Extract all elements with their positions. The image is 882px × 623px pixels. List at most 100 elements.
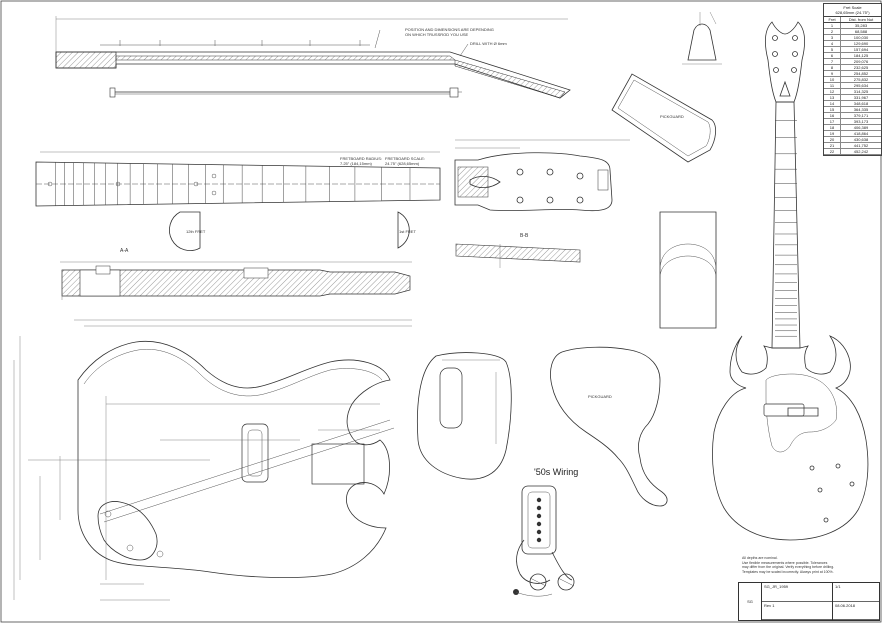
fretboard-radius-label: FRETBOARD RADIUS: [340,156,382,161]
fret-number: 1 [824,23,841,28]
fret-number: 6 [824,53,841,58]
fret-template-1-label: 1st FRET [399,229,416,234]
drawing-sheet: 1/1 [833,583,879,602]
fretboard-radius-value: 7.25" (184,15mm) [340,161,373,166]
fret-table-row: 1 35,283 [824,23,881,29]
drawing-name: SG_JR_1959 [762,583,832,602]
guitar-outline [712,21,869,541]
fret-distance: 393,173 [853,119,869,124]
fret-distance: 68,588 [854,29,868,34]
fret-distance: 129,690 [853,41,869,46]
fret-table-title: Fret Scale [843,5,862,10]
fret-number: 22 [824,149,841,154]
fret-table-row: 4 129,690 [824,41,881,47]
fret-distance: 184,125 [853,53,869,58]
pickguard-template: PICKGUARD [550,346,668,507]
trussrod [109,87,462,98]
fret-number: 4 [824,41,841,46]
fretboard-scale-value: 24.75" (628,65mm) [385,161,420,166]
fret-number: 10 [824,77,841,82]
fret-number: 15 [824,107,841,112]
fret-distance: 295,634 [853,83,869,88]
drawing-date: 08.06.2018 [833,602,879,620]
fret-distance: 364,335 [853,107,869,112]
trussrod-cover: PICKGUARD [611,73,716,163]
pickguard-label: PICKGUARD [588,394,612,399]
fret-number: 19 [824,131,841,136]
fret-lines [55,162,411,206]
wiring-title: '50s Wiring [534,467,579,477]
fret-distance: 452,242 [853,149,869,154]
fret-table-row: 17 393,173 [824,119,881,125]
fret-number: 2 [824,29,841,34]
fret-table-title-block: Fret Scale 628,65mm (24.75") [824,4,881,17]
headstock-end-profile [682,11,722,65]
fret-distance: 275,832 [853,77,869,82]
fretboard-top-view: FRETBOARD RADIUS: 7.25" (184,15mm) FRETB… [35,151,441,251]
note-line-3: may differ from the original. Verify eve… [742,565,835,569]
fret-table-row: 3 100,030 [824,35,881,41]
neck-side-profile: POSITION AND DIMENSIONS ARE DEPENDING ON… [55,16,571,99]
title-right: 1/1 08.06.2018 [833,583,879,620]
position-note-line1: POSITION AND DIMENSIONS ARE DEPENDING [405,27,494,32]
fret-number: 13 [824,95,841,100]
fret-distance: 157,694 [853,47,869,52]
notes-block: All depths are nominal. Use flexible mea… [742,556,877,574]
fret-table-row: 22 452,242 [824,149,881,155]
fret-table-row: 9 254,852 [824,71,881,77]
note-line-4: Templates may be scaled incorrectly. Alw… [742,569,834,574]
fret-distance: 100,030 [853,35,869,40]
fret-distance: 35,283 [854,23,868,28]
position-note-line2: ON WHICH TRUSSROD YOU USE [405,32,469,37]
fret-number: 3 [824,35,841,40]
fret-number: 17 [824,119,841,124]
drawing-rev: Rev 1 [762,602,832,620]
trussrod-cover-label: PICKGUARD [660,114,684,119]
fret-table-row: 2 68,588 [824,29,881,35]
fret-distance: 254,852 [853,71,869,76]
fret-distance: 441,752 [853,143,869,148]
fret-distance: 379,171 [853,113,869,118]
wiring-diagram [513,485,575,597]
section-b-b: B-B [455,233,581,268]
fret-number: 8 [824,65,841,70]
title-logo: SG [739,583,762,620]
note-line-1: All depths are nominal. [742,556,778,560]
title-block: SG SG_JR_1959 Rev 1 1/1 08.06.2018 [738,582,880,621]
drill-note: DRILL WITH Ø 6mm [470,41,507,46]
fret-table-subtitle: 628,65mm (24.75") [835,10,870,15]
fret-number: 20 [824,137,841,142]
fret-number: 9 [824,71,841,76]
fret-table-row: 8 232,625 [824,65,881,71]
dist-col-header: Dist. from Nut [848,17,874,22]
fret-scale-table: Fret Scale 628,65mm (24.75") Fret Dist. … [823,3,882,156]
fretboard-scale-label: FRETBOARD SCALE: [385,156,425,161]
pickup-cover-template [416,352,512,480]
fret-number: 14 [824,101,841,106]
fret-table-row: 10 275,832 [824,77,881,83]
section-a-a: A-A [60,248,412,300]
fret-number: 5 [824,47,841,52]
headstock-top-view [454,139,630,212]
body-template [13,319,412,601]
fret-template-12-label: 12th FRET [186,229,206,234]
neck-heel-profile [659,211,717,329]
fret-distance: 232,625 [853,65,869,70]
note-line-2: Use flexible measurements where possible… [742,560,828,565]
fret-table-body: 1 35,283 2 68,588 3 100,030 4 129,690 5 157,694 6 1… [824,23,881,155]
title-mid: SG_JR_1959 Rev 1 [762,583,833,620]
fret-number: 18 [824,125,841,130]
section-b-b-label: B-B [520,233,529,239]
fret-number: 7 [824,59,841,64]
fret-distance: 209,076 [853,59,869,64]
neck-fret-lines [775,120,797,337]
